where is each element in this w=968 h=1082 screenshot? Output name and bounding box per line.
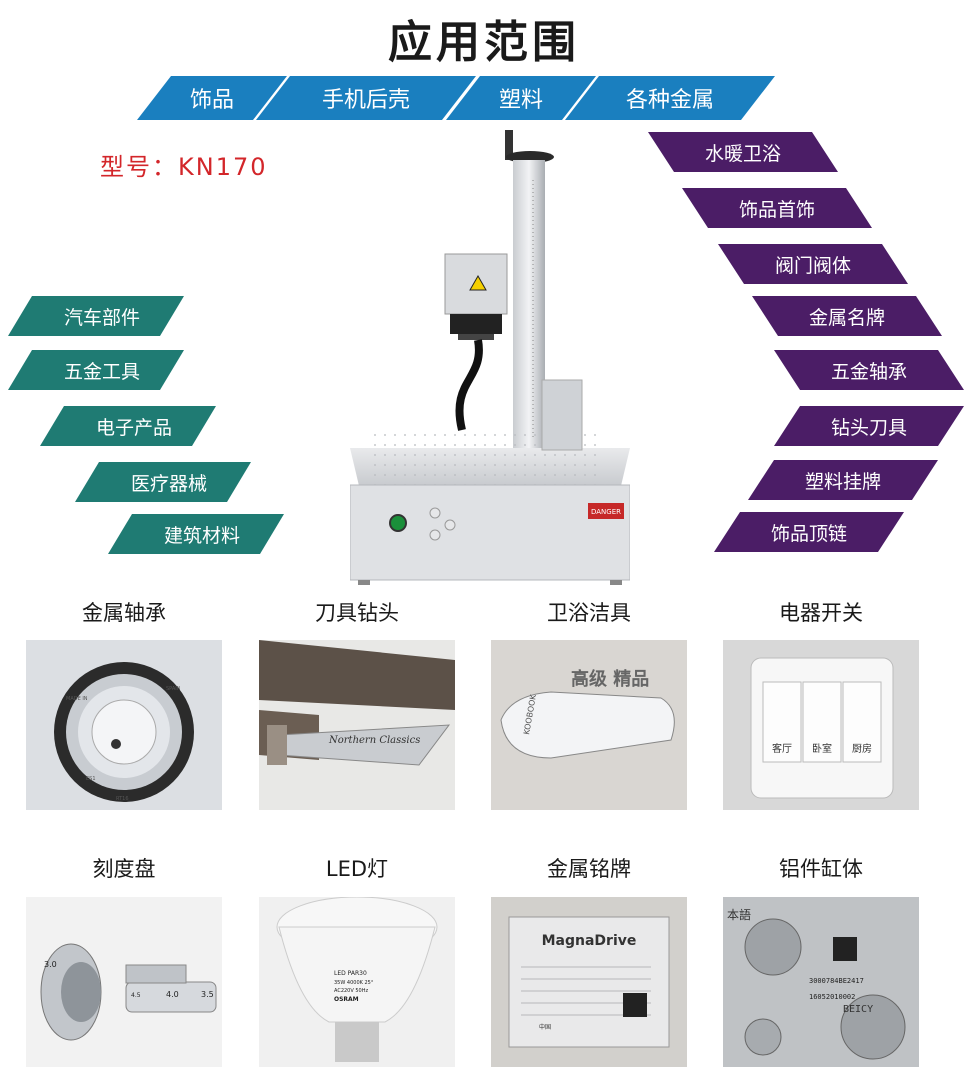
page-title: 应用范围 [388,17,580,68]
right-tag-nameplates: 金属名牌 [752,296,942,336]
laser-marking-machine: DANGER [350,130,630,585]
dial-mark: 3.0 [44,960,57,969]
product-label-led: LED灯 [325,857,389,881]
category-label: 塑料 [498,88,543,113]
left-tag-hardware-tools: 五金工具 [8,350,184,390]
led-mark: AC220V 50Hz [334,988,368,994]
nameplate-brand: MagnaDrive [542,933,637,949]
cylinder-mark: 3000784BE2417 [809,977,864,985]
cylinder-mark: BEICY [843,1004,873,1015]
tag-label: 饰品顶链 [770,522,847,545]
product-label-switch: 电器开关 [779,601,863,625]
knife-photo: Northern Classics [259,640,455,810]
knife-engraving: Northern Classics [328,735,420,746]
category-label: 手机后壳 [321,88,410,113]
switch-label: 客厅 [772,742,792,755]
tag-label: 塑料挂牌 [804,470,881,493]
danger-label: DANGER [591,508,621,516]
tag-label: 五金轴承 [830,360,907,383]
model-label: 型号：KN170 [100,153,268,181]
product-label-nameplate: 金属铭牌 [547,857,631,881]
right-tag-valves: 阀门阀体 [718,244,908,284]
tag-label: 饰品首饰 [738,198,815,221]
product-label-dial: 刻度盘 [92,857,156,881]
led-photo: LED PAR30 35W 4000K 25° AC220V 50Hz OSRA… [259,897,455,1067]
switch-label: 卧室 [812,742,832,755]
sanitary-brand: 高级 精品 [571,668,649,690]
tag-label: 五金工具 [63,360,140,383]
tag-label: 阀门阀体 [774,254,851,277]
tag-label: 金属名牌 [808,306,885,329]
right-tag-bearings: 五金轴承 [774,350,964,390]
tag-label: 水暖卫浴 [704,142,781,165]
cylinder-mark: 16052010002 [809,993,855,1001]
bearing-photo: SPAIN MADE IN RT16 ES1 [26,640,222,810]
left-tag-building: 建筑材料 [108,514,284,554]
switch-label: 厨房 [852,742,872,755]
tag-label: 电子产品 [95,416,172,439]
left-tag-medical: 医疗器械 [75,462,251,502]
left-tag-auto-parts: 汽车部件 [8,296,184,336]
product-label-knife: 刀具钻头 [315,601,399,625]
switch-photo: 客厅 卧室 厨房 [723,640,919,810]
bearing-mark: RT16 [116,796,129,802]
category-jewelry: 饰品 [137,76,287,120]
category-label: 各种金属 [625,88,714,113]
bearing-mark: SPAIN [166,686,181,692]
tag-label: 汽车部件 [63,306,140,329]
bearing-mark: MADE IN [66,696,88,702]
category-metals: 各种金属 [565,76,775,120]
sanitary-photo: 高级 精品 KOOBOOK [491,640,687,810]
right-tag-jewelry: 饰品首饰 [682,188,872,228]
product-label-sanitary: 卫浴洁具 [547,601,631,625]
nameplate-mark: 中国 [539,1023,551,1031]
dial-photo: 3.0 4.0 3.5 4.5 [26,897,222,1067]
nameplate-photo: MagnaDrive 中国 [491,897,687,1067]
right-tag-drills: 钻头刀具 [774,406,964,446]
dial-mark: 4.5 [131,992,141,999]
led-mark: 35W 4000K 25° [334,980,374,986]
tag-label: 建筑材料 [163,524,240,547]
right-tag-plumbing: 水暖卫浴 [648,132,838,172]
left-tag-electronics: 电子产品 [40,406,216,446]
product-label-bearing: 金属轴承 [82,601,166,625]
category-label: 饰品 [189,88,234,113]
cylinder-photo: 3000784BE2417 16052010002 BEICY 本語 [723,897,919,1067]
right-tag-plastic-tags: 塑料挂牌 [748,460,938,500]
dial-mark: 4.0 [166,990,179,999]
tag-label: 医疗器械 [130,472,207,495]
bearing-mark: ES1 [86,776,96,782]
dial-mark: 3.5 [201,990,214,999]
right-tag-necklace: 饰品顶链 [714,512,904,552]
cylinder-mark: 本語 [727,907,751,922]
product-label-cylinder: 铝件缸体 [779,857,863,881]
category-phone-case: 手机后壳 [256,76,476,120]
led-mark: LED PAR30 [334,970,367,977]
led-mark: OSRAM [334,996,359,1003]
tag-label: 钻头刀具 [830,416,907,439]
